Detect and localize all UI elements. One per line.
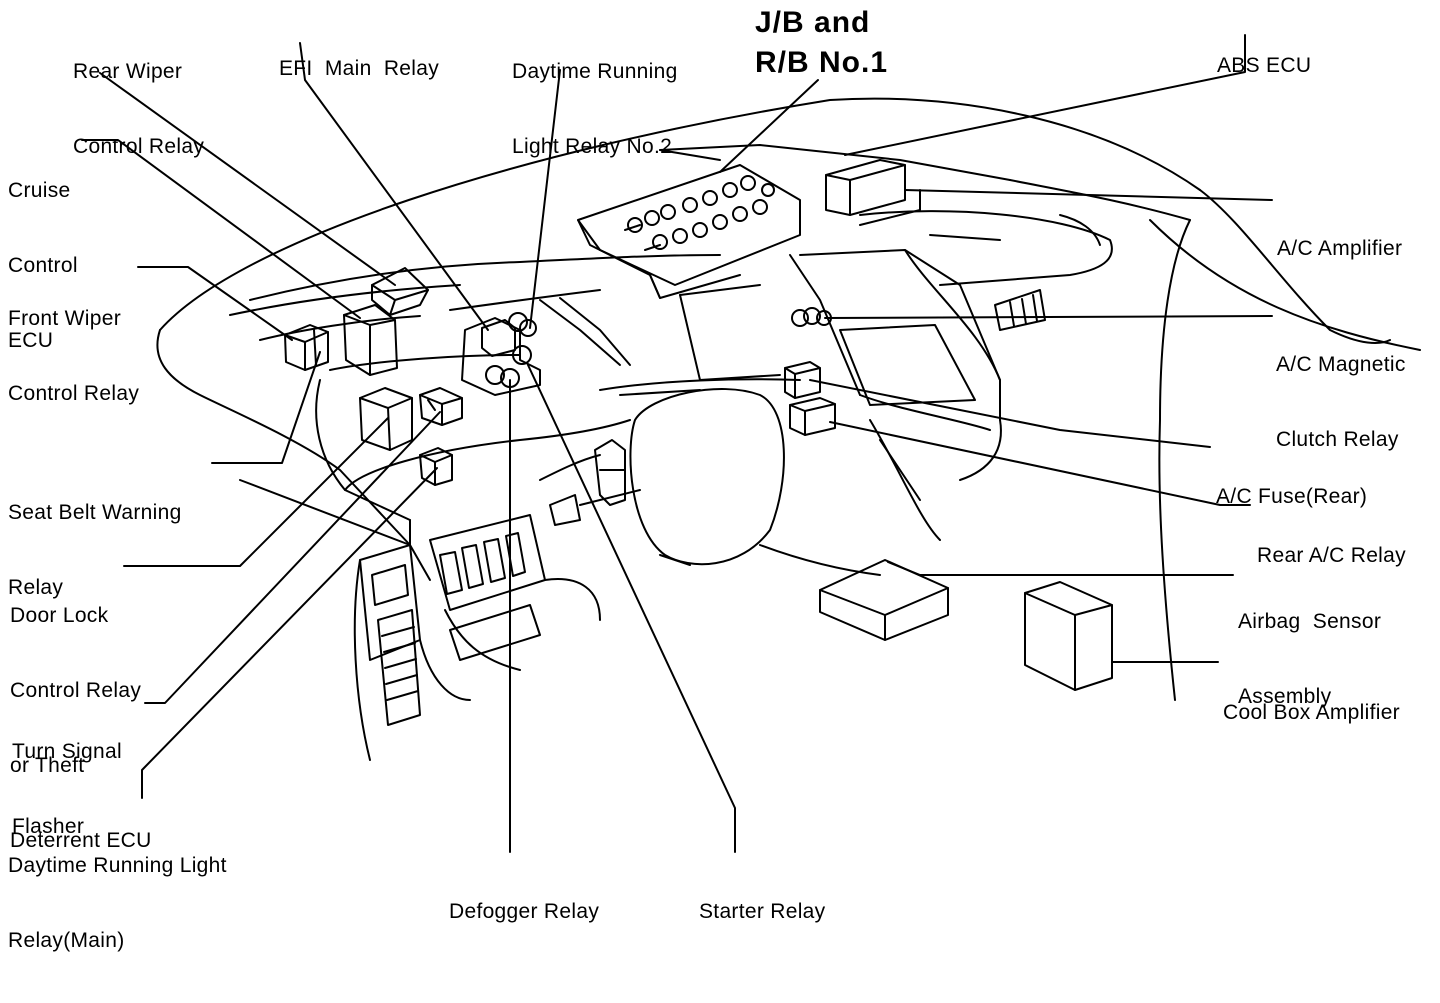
leader-drl-main [141,467,438,799]
jb-rb-title-line2: R/B No.1 [755,46,889,79]
label-line: Flasher [12,815,85,838]
label-line: A/C Amplifier [1277,237,1403,260]
relay-location-diagram: J/B and R/B No.1 Rear Wiper Control Rela… [8,3,1421,952]
leader-ac-amp [904,189,1273,201]
turn-signal-flasher-part [419,387,463,426]
junction-block [577,164,801,299]
label-seat-belt-warning-relay: Seat Belt Warning Relay [8,450,182,650]
label-line: ECU [8,329,54,352]
cool-box-amplifier-box [1024,581,1113,691]
label-line: Airbag Sensor [1238,610,1382,633]
label-line: Deterrent ECU [10,829,152,852]
label-line: Daytime Running Light [8,854,227,877]
label-line: Clutch Relay [1276,428,1399,451]
label-line: Front Wiper [8,307,121,330]
label-rear-ac-relay: Rear A/C Relay [1257,493,1406,618]
leader-jb [719,79,819,173]
abs-ecu-box [825,159,921,226]
leader-rear-wiper [99,72,396,286]
leader-abs [844,34,1246,156]
label-ac-magnetic-clutch-relay: A/C Magnetic Clutch Relay [1276,302,1406,502]
leader-rear-ac [829,421,1251,506]
jb-rb-title-line1: J/B and [755,6,871,39]
efi-relay-cluster [461,312,541,396]
label-efi-main-relay: EFI Main Relay [279,6,439,131]
label-drl-relay-no2: Daytime Running Light Relay No.2 [512,9,678,209]
leader-door-lock [123,417,389,567]
label-ac-amplifier: A/C Amplifier [1277,186,1402,311]
label-turn-signal-flasher: Turn Signal Flasher [12,689,122,889]
label-line: Turn Signal [12,740,122,763]
label-line: Starter Relay [699,900,826,923]
label-ac-fuse-rear: A/C Fuse(Rear) [1216,434,1367,559]
label-line: Control Relay [8,382,140,405]
label-line: Door Lock [10,604,109,627]
door-lock-relay-part [359,387,413,451]
drl-main-relay-part [419,447,453,486]
label-cool-box-amplifier: Cool Box Amplifier [1223,650,1400,775]
label-line: Seat Belt Warning [8,501,182,524]
label-line: Rear A/C Relay [1257,544,1406,567]
dashboard-outline [156,97,1421,761]
label-defogger-relay: Defogger Relay [449,849,599,974]
label-line: Control Relay [10,679,142,702]
label-abs-ecu: ABS ECU [1217,3,1311,128]
label-line: EFI Main Relay [279,57,440,80]
label-line: Control [8,254,78,277]
label-line: or Theft [10,754,85,777]
label-line: Daytime Running [512,60,678,83]
label-line: A/C Magnetic [1276,353,1406,376]
ac-fuse-part [784,361,821,399]
cruise-control-ecu-part [343,304,398,376]
label-line: Cruise [8,179,71,202]
leader-efi [299,42,489,331]
leader-starter [527,364,736,853]
airbag-sensor-box [819,559,949,641]
leader-seat-belt [211,351,321,464]
label-line: ABS ECU [1217,54,1312,77]
leader-lines [81,34,1273,853]
ac-magnetic-clutch-relay-part [791,307,832,327]
label-door-lock-control-relay: Door Lock Control Relay or Theft Deterre… [10,553,152,903]
label-cruise-control-ecu: Cruise Control ECU [8,128,78,403]
leader-ac-mag [824,315,1273,319]
leader-turn-signal [144,411,441,704]
label-front-wiper-control-relay: Front Wiper Control Relay [8,256,139,456]
label-line: Assembly [1238,685,1332,708]
front-wiper-relay-part [284,324,329,371]
label-line: Control Relay [73,135,205,158]
label-line: Rear Wiper [73,60,183,83]
label-drl-relay-main: Daytime Running Light Relay(Main) [8,803,227,1003]
label-line: Defogger Relay [449,900,600,923]
label-line: Cool Box Amplifier [1223,701,1400,724]
leader-drl-no2 [529,69,561,329]
label-line: Light Relay No.2 [512,135,673,158]
leader-ac-fuse [809,379,1211,448]
label-line: Relay [8,576,64,599]
label-airbag-sensor-assembly: Airbag Sensor Assembly [1238,559,1381,759]
leader-front-wiper [137,266,293,341]
dashboard-illustration [81,34,1421,853]
label-line: A/C Fuse(Rear) [1216,485,1368,508]
label-starter-relay: Starter Relay [699,849,825,974]
rear-ac-relay-part [789,397,836,436]
rear-wiper-relay-part [371,267,429,316]
label-rear-wiper-control-relay: Rear Wiper Control Relay [73,9,204,209]
leader-cruise [81,139,361,319]
label-line: Relay(Main) [8,929,125,952]
leader-airbag [887,561,1234,576]
